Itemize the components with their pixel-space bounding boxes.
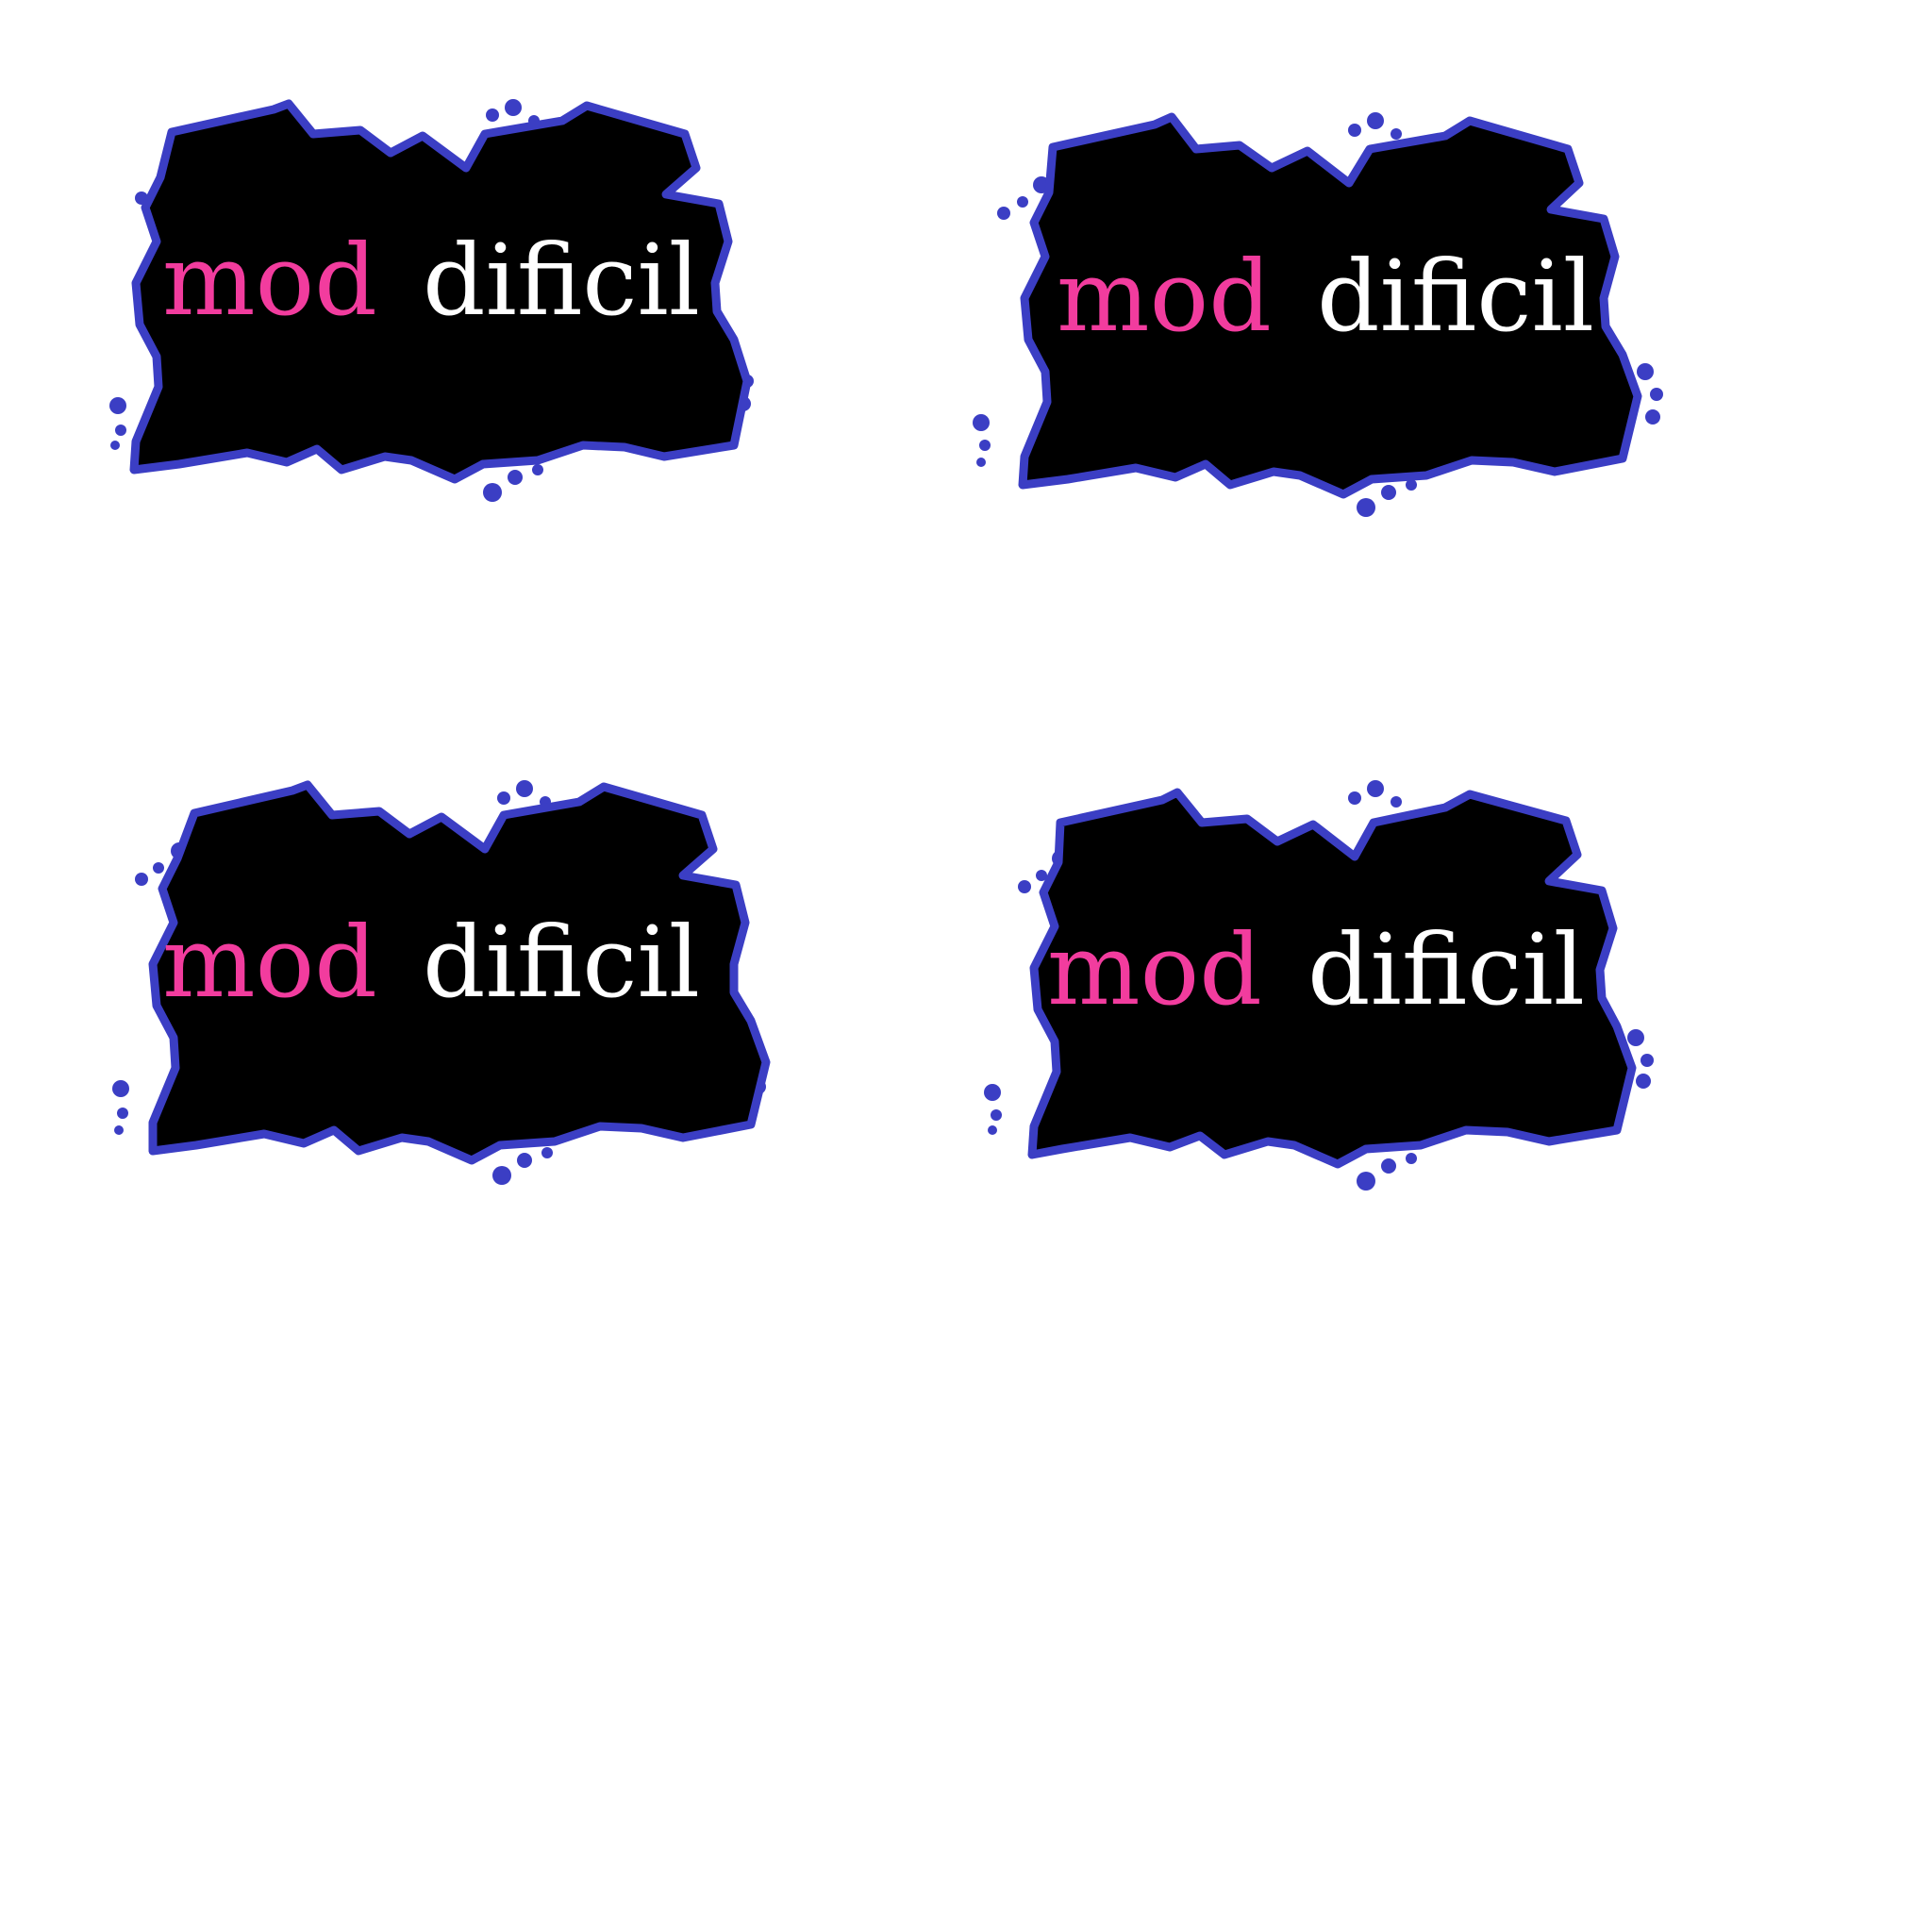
mod-dificil-logo-1: mod dificil [109,99,754,502]
word-mod: mod [162,905,377,1020]
word-dificil: dificil [1317,239,1594,354]
word-mod: mod [1047,912,1262,1027]
mod-dificil-logo-3: mod dificil [112,780,771,1185]
ink-splat-icon [109,99,754,502]
ink-splat-icon [973,112,1663,517]
word-mod: mod [1057,239,1272,354]
word-dificil: dificil [423,905,700,1020]
word-dificil: dificil [423,223,700,338]
ink-splat-icon [112,780,771,1185]
mod-dificil-logo-2: mod dificil [973,112,1663,517]
word-dificil: dificil [1307,912,1585,1027]
word-mod: mod [162,223,377,338]
mod-dificil-logo-4: mod dificil [984,780,1654,1191]
ink-splat-icon [984,780,1654,1191]
